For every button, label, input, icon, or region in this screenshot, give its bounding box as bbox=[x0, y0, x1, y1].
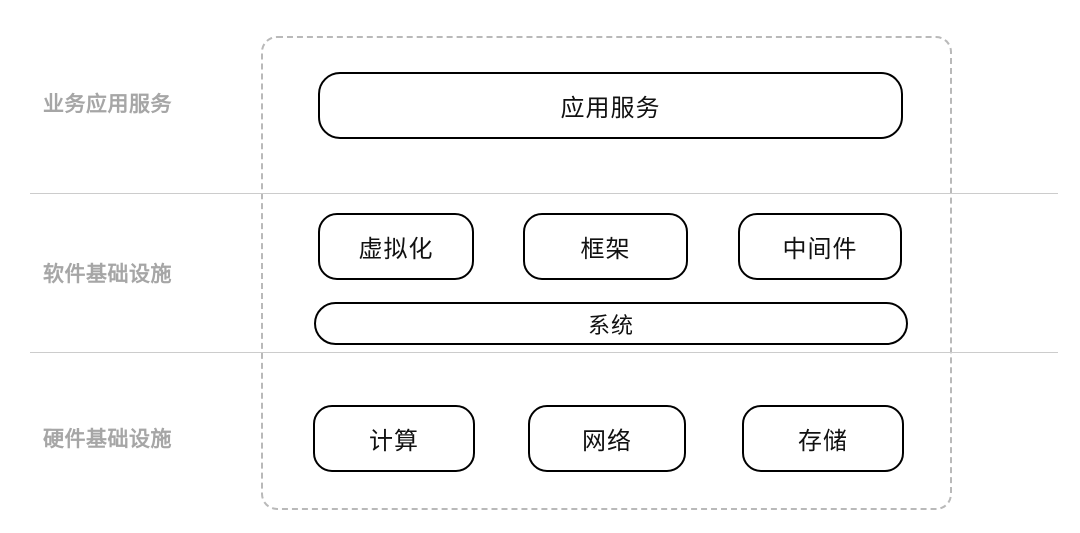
dashed-boundary bbox=[261, 36, 952, 510]
layer-label-business-application-services: 业务应用服务 bbox=[43, 93, 172, 116]
box-network: 网络 bbox=[528, 405, 686, 472]
layer-divider bbox=[30, 193, 1058, 194]
layer-label-hardware-infrastructure: 硬件基础设施 bbox=[43, 428, 172, 451]
box-compute: 计算 bbox=[313, 405, 475, 472]
box-system: 系统 bbox=[314, 302, 908, 345]
layer-label-software-infrastructure: 软件基础设施 bbox=[43, 263, 172, 286]
box-framework: 框架 bbox=[523, 213, 688, 280]
layer-divider bbox=[30, 352, 1058, 353]
box-storage: 存储 bbox=[742, 405, 904, 472]
box-middleware: 中间件 bbox=[738, 213, 902, 280]
box-application-services: 应用服务 bbox=[318, 72, 903, 139]
box-virtualization: 虚拟化 bbox=[318, 213, 474, 280]
